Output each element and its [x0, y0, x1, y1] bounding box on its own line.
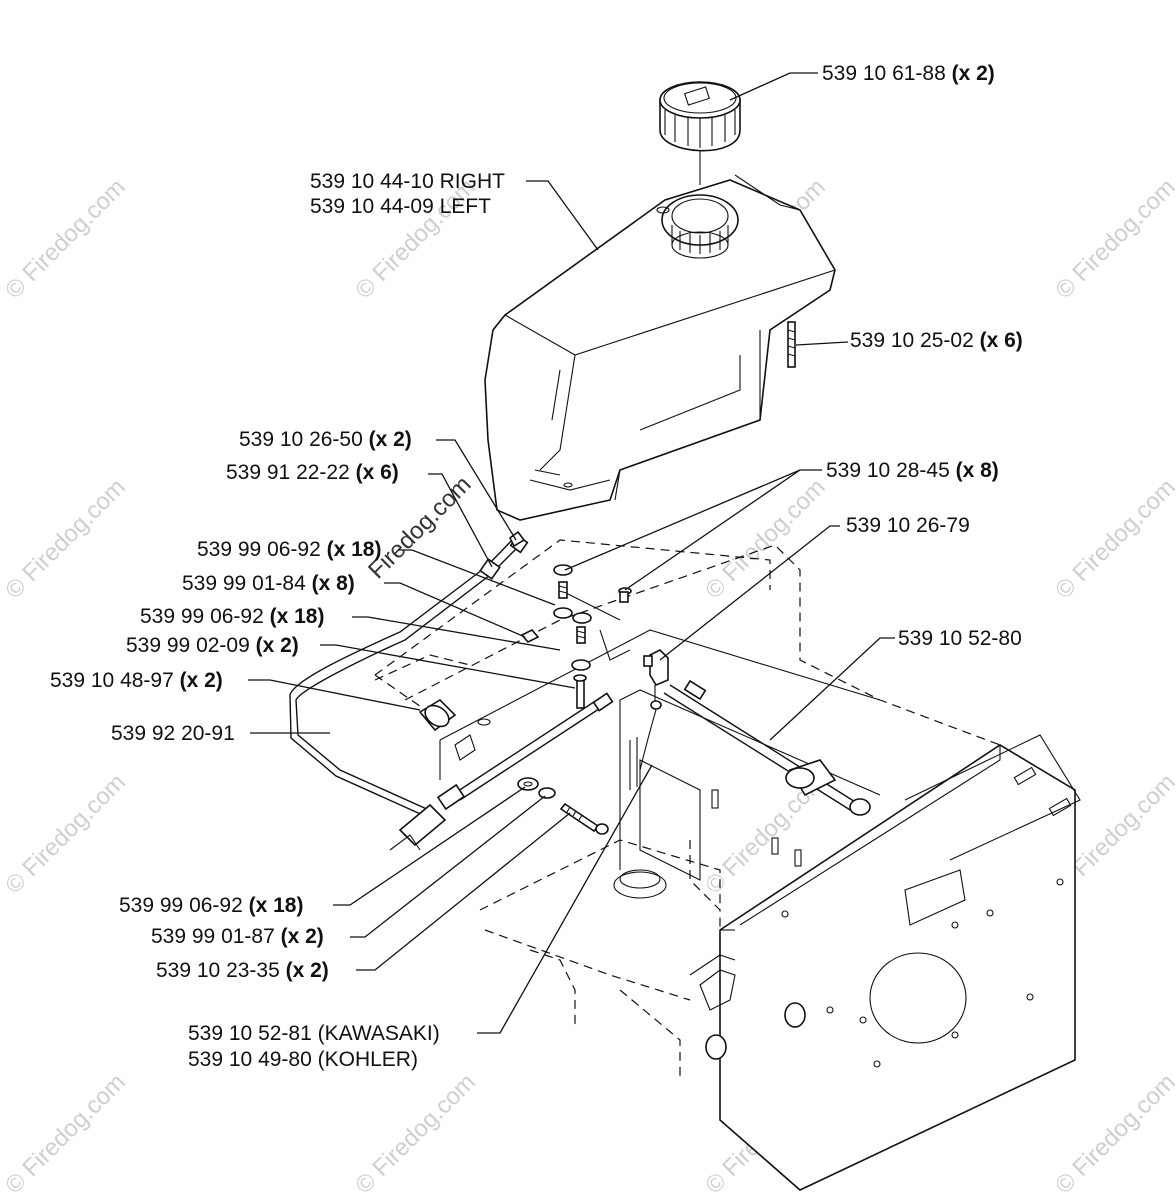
watermark-overlay: Firedog.com: [363, 471, 476, 584]
callout-labels: 539 10 61-88 (x 2) 539 10 44-10 RIGHT 53…: [50, 62, 1023, 1071]
label-spring: 539 10 28-45 (x 8): [826, 459, 999, 482]
label-nut-b: 539 99 01-87 (x 2): [151, 925, 324, 948]
hardware-stack: [520, 564, 632, 709]
label-clamp: 539 91 22-22 (x 6): [226, 461, 399, 484]
label-tank-left: 539 10 44-09 LEFT: [310, 195, 491, 218]
lower-hardware: [517, 777, 609, 835]
fuel-cap: [656, 81, 741, 259]
watermark: © Firedog.com: [0, 174, 131, 305]
label-line-kohler: 539 10 49-80 (KOHLER): [188, 1048, 418, 1071]
watermark: © Firedog.com: [1050, 1069, 1176, 1200]
label-washer-a: 539 99 06-92 (x 18): [197, 538, 381, 561]
label-line-kawasaki: 539 10 52-81 (KAWASAKI): [188, 1022, 440, 1045]
watermark: © Firedog.com: [1050, 474, 1176, 605]
watermark: © Firedog.com: [1050, 174, 1176, 305]
label-grommet: 539 10 48-97 (x 2): [50, 669, 223, 692]
label-bolt-b: 539 10 23-35 (x 2): [156, 959, 329, 982]
leader-lines: [248, 72, 895, 1034]
watermark: © Firedog.com: [0, 474, 131, 605]
tank-bracket: [374, 539, 881, 780]
label-fitting: 539 10 26-50 (x 2): [239, 428, 412, 451]
label-fuel-line: 539 92 20-91: [111, 722, 235, 745]
label-fuel-cap: 539 10 61-88 (x 2): [822, 62, 995, 85]
watermark: © Firedog.com: [350, 174, 481, 305]
watermark: © Firedog.com: [0, 1069, 131, 1200]
label-cable: 539 10 52-80: [898, 627, 1022, 650]
engine-plate: [689, 734, 1081, 1191]
label-tank-right: 539 10 44-10 RIGHT: [310, 170, 505, 193]
control-cable: [663, 679, 871, 816]
watermark: © Firedog.com: [350, 1069, 481, 1200]
label-valve: 539 10 26-79: [846, 514, 970, 537]
label-washer-b: 539 99 06-92 (x 18): [140, 605, 324, 628]
watermark: © Firedog.com: [0, 769, 131, 900]
label-bolt-a: 539 99 02-09 (x 2): [126, 634, 299, 657]
linkage-rod: [389, 692, 614, 851]
label-washer-c: 539 99 06-92 (x 18): [119, 894, 303, 917]
shutoff-valve: [639, 649, 669, 771]
label-nut-a: 539 99 01-84 (x 8): [182, 572, 355, 595]
fuel-tank: [484, 174, 836, 521]
label-stud: 539 10 25-02 (x 6): [850, 329, 1023, 352]
tank-stud: [787, 321, 796, 368]
